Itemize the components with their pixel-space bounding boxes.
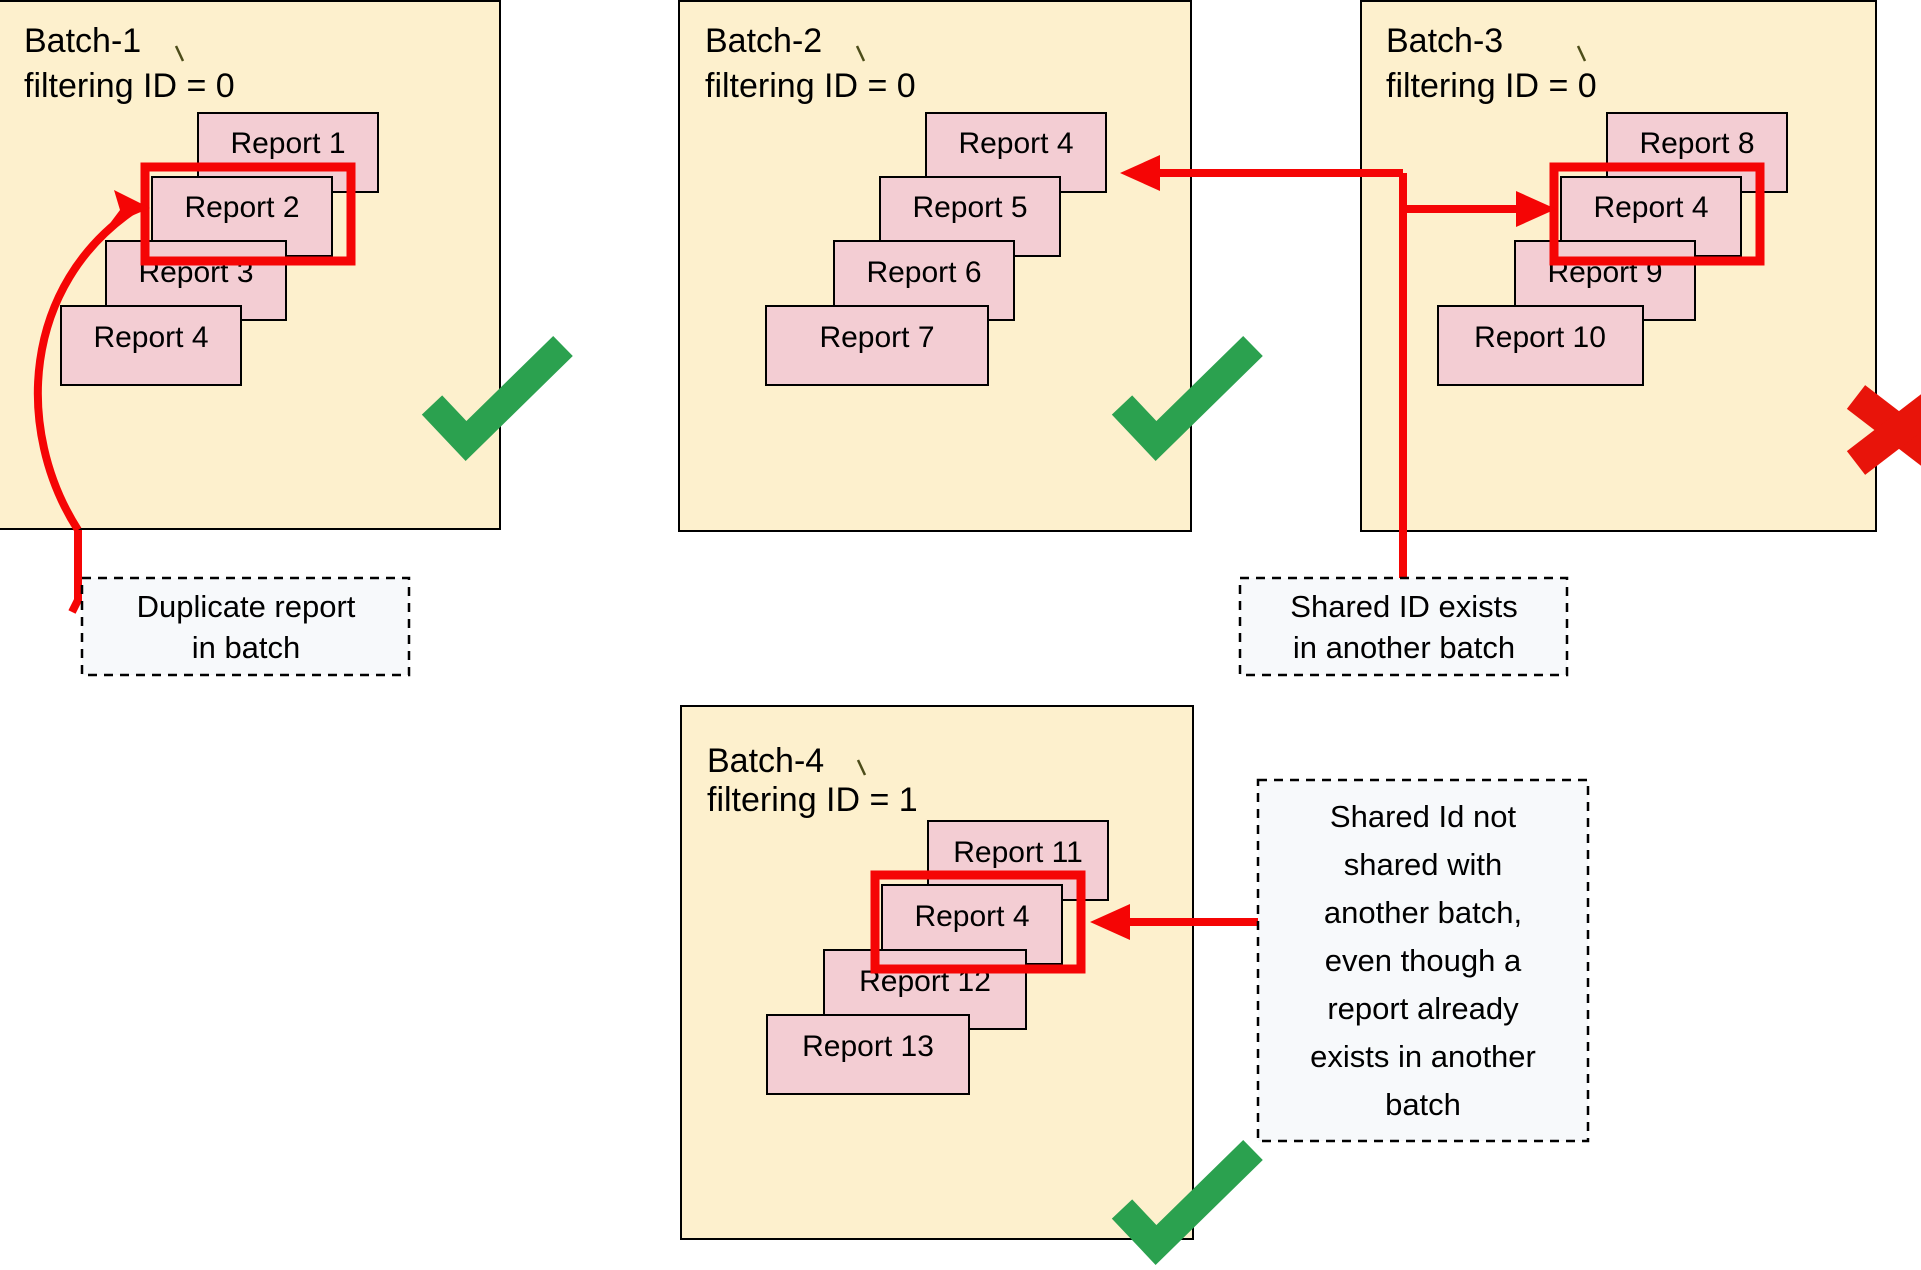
arrow-duplicate-report [33,190,150,614]
note-not-shared-line-1: Shared Id not [1330,799,1517,834]
batch-1-report-label-2: Report 2 [184,191,299,224]
batch-1-subtitle: filtering ID = 0 [24,67,235,105]
batch-4-check-icon [1111,1139,1263,1265]
batch-card-3: Batch-3 filtering ID = 0 Report 8 Report… [1360,0,1877,532]
batch-4-report-label-4: Report 13 [802,1030,934,1063]
batch-card-4: filtering ID = 1 Report 11 Report 4 Repo… [680,705,1194,1240]
batch-4-highlight-report-4 [870,870,1086,974]
note-not-shared-line-6: exists in another [1310,1039,1536,1074]
batch-4-tick-icon [856,759,867,776]
batch-2-check-icon [1111,335,1263,461]
batch-2-report-label-4: Report 7 [819,321,934,354]
batch-3-title: Batch-3 [1386,22,1503,60]
batch-4-report-box-4[interactable] [766,1014,970,1095]
batch-4-report-label-1: Report 11 [953,836,1083,869]
batch-1-tick-icon [174,45,185,62]
batch-1-report-box-4[interactable] [60,305,242,386]
note-shared-id-exists: Shared ID exists in another batch [1238,576,1569,677]
note-shared-exists-line-2: in another batch [1293,630,1515,665]
connector-shared-id-not-shared [1090,904,1270,940]
batch-2-title: Batch-2 [705,22,822,60]
batch-4-report-label-2: Report 4 [914,900,1029,933]
batch-3-report-label-1: Report 8 [1639,127,1754,160]
connector-shared-id-exists [1120,155,1556,612]
batch-2-report-label-1: Report 4 [958,127,1073,160]
note-not-shared-line-4: even though a [1325,943,1522,978]
note-not-shared-box [1256,778,1590,1143]
note-not-shared-line-7: batch [1385,1087,1461,1122]
batch-card-1: Batch-1 filtering ID = 0 Report 1 Report… [0,0,501,530]
batch-2-subtitle: filtering ID = 0 [705,67,916,105]
batch-1-report-label-4: Report 4 [93,321,208,354]
note-duplicate-line-1: Duplicate report [137,589,356,624]
note-duplicate-line-2: in batch [192,630,301,665]
batch-4-title-text: Batch-4 [707,742,825,780]
batch-2-report-box-4[interactable] [765,305,989,386]
batch-3-report-label-4: Report 10 [1474,321,1606,354]
note-shared-exists-line-1: Shared ID exists [1290,589,1517,624]
note-duplicate-report: Duplicate report in batch [80,576,411,677]
batch-3-report-label-2: Report 4 [1593,191,1708,224]
batch-3-report-box-4[interactable] [1437,305,1644,386]
note-not-shared-line-3: another batch, [1324,895,1522,930]
batch-1-report-label-1: Report 1 [230,127,345,160]
note-not-shared-line-5: report already [1327,991,1519,1026]
batch-3-subtitle: filtering ID = 0 [1386,67,1597,105]
note-duplicate-box [80,576,411,677]
note-shared-exists-box [1238,576,1569,677]
batch-3-cross-icon [1846,385,1921,475]
batch-3-tick-icon [1576,45,1587,62]
batch-4-subtitle: filtering ID = 1 [707,781,918,819]
note-not-shared-line-2: shared with [1344,847,1503,882]
batch-1-highlight-report-2 [140,162,356,266]
batch-card-2: Batch-2 filtering ID = 0 Report 4 Report… [678,0,1192,532]
batch-2-report-label-2: Report 5 [912,191,1027,224]
batch-3-highlight-report-4 [1549,162,1765,266]
batch-1-title: Batch-1 [24,22,141,60]
note-shared-id-not-shared: Shared Id not shared with another batch,… [1256,778,1590,1143]
batch-1-check-icon [421,335,573,461]
batch-2-tick-icon [855,45,866,62]
batch-2-report-label-3: Report 6 [866,256,981,289]
